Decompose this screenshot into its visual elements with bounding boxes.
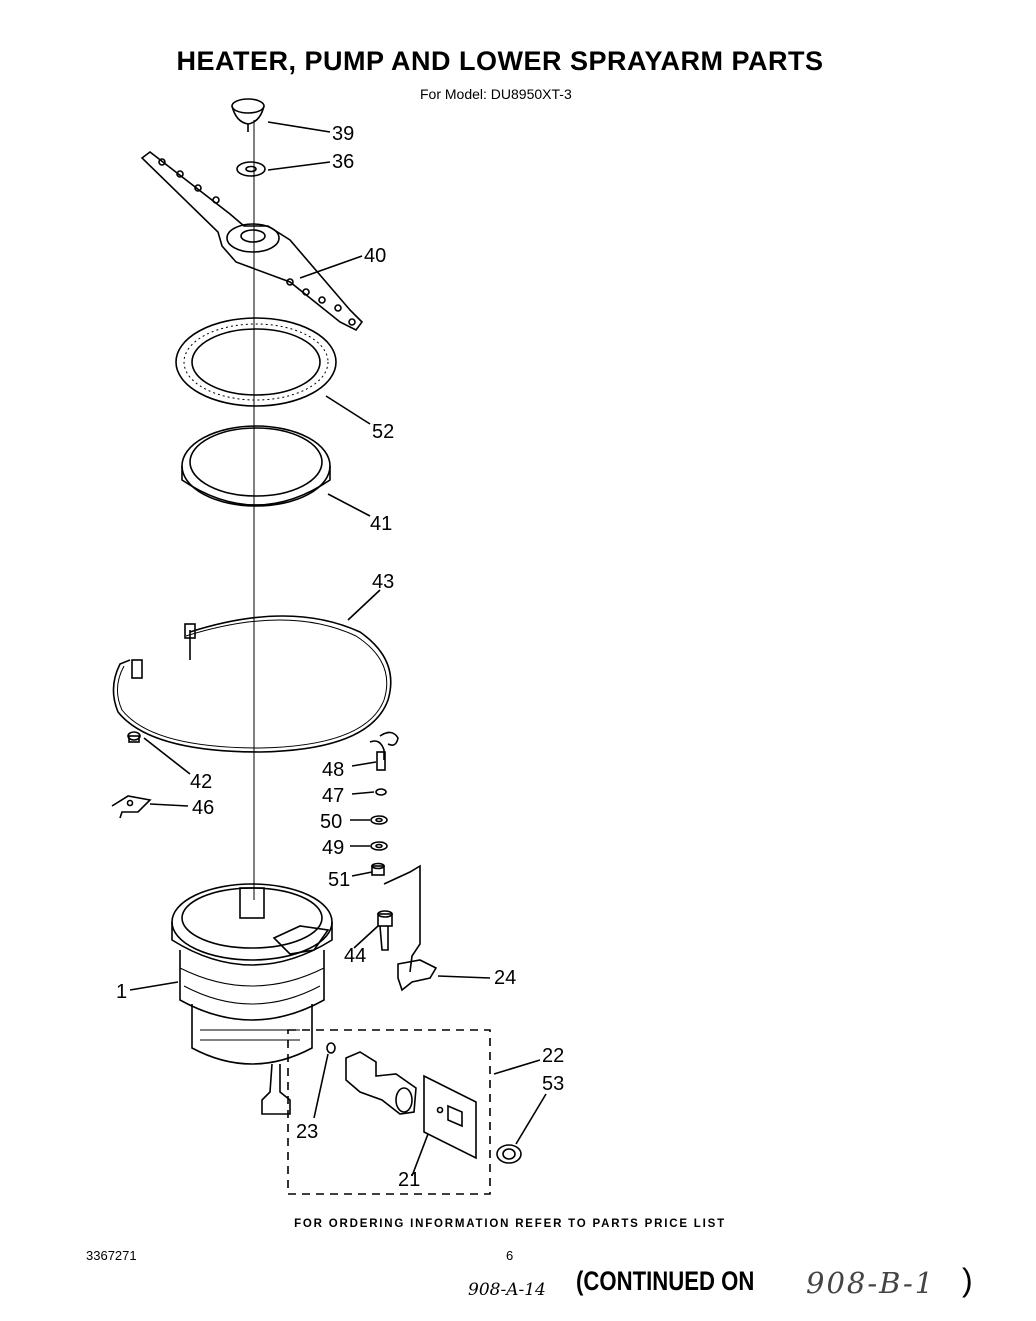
page-number: 6 [506,1248,514,1263]
part-48-terminal [376,751,386,771]
part-42-nut [127,731,141,743]
callout-22: 22 [542,1045,564,1067]
handwritten-continued-ref: 908-B-1 [806,1266,936,1300]
part-39-cap [231,98,265,132]
wire-lead [383,864,421,973]
callout-23: 23 [296,1121,318,1143]
part-40-lower-sprayarm [140,150,364,332]
callout-36: 36 [332,151,354,173]
part-23-oring [326,1042,336,1054]
callout-46: 46 [192,797,214,819]
ordering-info-note: FOR ORDERING INFORMATION REFER TO PARTS … [294,1218,726,1230]
part-41-seal-ring [181,425,331,507]
part-51-nut [371,862,385,876]
part-44-clip [377,910,393,951]
callout-24: 24 [494,967,516,989]
handwritten-page-ref: 908-A-14 [468,1280,546,1300]
callout-51: 51 [328,869,350,891]
part-43-heater-element [112,615,399,760]
part-50-washer [370,815,388,825]
subassembly-dashed-box [287,1029,491,1195]
part-47-nut [375,788,387,796]
callout-48: 48 [322,759,344,781]
part-21-plate [423,1074,477,1160]
part-22-connector [345,1051,417,1115]
callout-53: 53 [542,1073,564,1095]
page-title: HEATER, PUMP AND LOWER SPRAYARM PARTS [176,46,824,76]
closing-paren: ) [962,1262,973,1298]
callout-1: 1 [116,981,127,1003]
callout-44: 44 [344,945,366,967]
callout-49: 49 [322,837,344,859]
model-subtitle: For Model: DU8950XT-3 [420,86,572,102]
part-1-pump-assembly [171,883,333,1115]
callout-47: 47 [322,785,344,807]
callout-39: 39 [332,123,354,145]
callout-50: 50 [320,811,342,833]
leader-lines [129,121,547,1177]
part-52-filter-ring [175,317,337,407]
callout-42: 42 [190,771,212,793]
callout-41: 41 [370,513,392,535]
callout-40: 40 [364,245,386,267]
part-46-bracket [111,795,152,819]
callout-21: 21 [398,1169,420,1191]
part-36-washer [236,161,266,177]
callout-52: 52 [372,421,394,443]
continued-on-label: (CONTINUED ON [576,1266,755,1296]
document-number: 3367271 [86,1248,137,1263]
part-24-bracket [397,959,438,992]
callout-43: 43 [372,571,394,593]
part-53-clamp [496,1144,522,1164]
part-49-washer [370,841,388,851]
